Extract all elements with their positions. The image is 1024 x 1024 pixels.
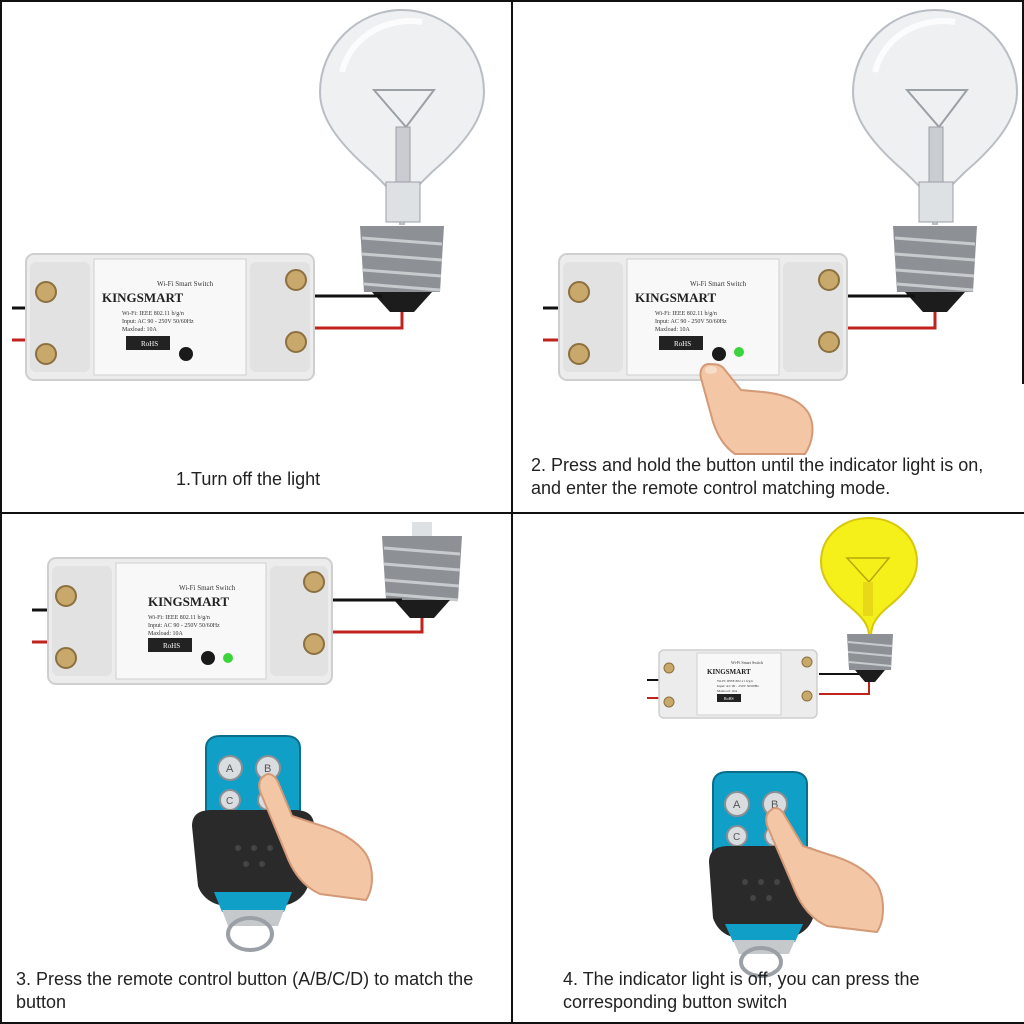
spec-wifi-text: Wi-Fi: IEEE 802.11 b/g/n — [717, 679, 753, 683]
step-3-caption: 3. Press the remote control button (A/B/… — [16, 969, 474, 1012]
step-3-illustration: Wi-Fi Smart Switch KINGSMART Wi-Fi: IEEE… — [32, 522, 462, 952]
step-2-caption: 2. Press and hold the button until the i… — [531, 455, 984, 498]
red-wire-out — [819, 682, 870, 695]
light-bulb-on — [819, 516, 919, 682]
frame-center-horizontal — [0, 512, 1024, 514]
remote-label-a: A — [733, 799, 741, 811]
step-2-panel: Wi-Fi Smart Switch KINGSMART Wi-Fi: IEEE… — [513, 2, 1023, 512]
switch-brand-text: KINGSMART — [148, 594, 229, 609]
switch-brand-text: KINGSMART — [102, 290, 183, 305]
pairing-button — [179, 347, 193, 361]
smart-switch: Wi-Fi Smart Switch KINGSMART Wi-Fi: IEEE… — [558, 253, 848, 381]
rohs-mark: RoHS — [163, 642, 180, 650]
remote-label-a: A — [226, 763, 234, 775]
step-1-panel: Wi-Fi Smart Switch KINGSMART Wi-Fi: IEEE… — [2, 2, 512, 512]
smart-switch: Wi-Fi Smart Switch KINGSMART Wi-Fi: IEEE… — [25, 253, 315, 381]
red-wire-out — [845, 312, 937, 330]
rohs-mark: RoHS — [141, 340, 158, 348]
pairing-button — [201, 651, 215, 665]
bulb-socket — [382, 522, 462, 618]
step-3-panel: Wi-Fi Smart Switch KINGSMART Wi-Fi: IEEE… — [2, 514, 512, 1024]
spec-input-text: Input: AC 90 - 250V 50/60Hz — [148, 623, 220, 629]
step-4-caption: 4. The indicator light is off, you can p… — [563, 969, 920, 1012]
step-2-illustration: Wi-Fi Smart Switch KINGSMART Wi-Fi: IEEE… — [543, 8, 1019, 455]
spec-maxload-text: Maxload: 10A — [148, 631, 183, 637]
switch-model-text: Wi-Fi Smart Switch — [690, 280, 747, 288]
switch-model-text: Wi-Fi Smart Switch — [731, 660, 763, 665]
switch-brand-text: KINGSMART — [635, 290, 716, 305]
spec-wifi-text: Wi-Fi: IEEE 802.11 b/g/n — [655, 311, 717, 317]
remote-label-b: B — [771, 799, 778, 811]
remote-label-c: C — [226, 796, 233, 807]
smart-switch: Wi-Fi Smart Switch KINGSMART Wi-Fi: IEEE… — [47, 557, 333, 685]
pressing-finger — [765, 807, 884, 934]
step-1-caption: 1.Turn off the light — [176, 469, 321, 489]
light-bulb-off — [851, 8, 1019, 312]
light-bulb-off — [318, 8, 486, 312]
remote-button-a — [724, 791, 750, 817]
switch-model-text: Wi-Fi Smart Switch — [157, 280, 214, 288]
step-4-illustration: Wi-Fi Smart Switch KINGSMART Wi-Fi: IEEE… — [647, 516, 919, 978]
step-1-illustration: Wi-Fi Smart Switch KINGSMART Wi-Fi: IEEE… — [12, 8, 486, 381]
spec-input-text: Input: AC 90 - 250V 50/60Hz — [717, 684, 759, 688]
pressing-finger — [699, 362, 814, 455]
indicator-light-on — [734, 347, 744, 357]
spec-wifi-text: Wi-Fi: IEEE 802.11 b/g/n — [148, 615, 210, 621]
spec-input-text: Input: AC 90 - 250V 50/60Hz — [122, 319, 194, 325]
red-wire-out — [312, 312, 404, 330]
pairing-button — [712, 347, 726, 361]
smart-switch: Wi-Fi Smart Switch KINGSMART Wi-Fi: IEEE… — [658, 649, 818, 719]
pressing-finger — [258, 773, 373, 902]
remote-label-b: B — [264, 763, 271, 775]
switch-brand-text: KINGSMART — [707, 668, 751, 676]
rohs-mark: RoHS — [724, 696, 734, 701]
frame-right-upper — [1022, 0, 1024, 384]
indicator-light-on — [223, 653, 233, 663]
spec-maxload-text: Maxload: 10A — [655, 327, 690, 333]
red-wire-out — [330, 618, 424, 634]
rohs-mark: RoHS — [674, 340, 691, 348]
step-4-panel: Wi-Fi Smart Switch KINGSMART Wi-Fi: IEEE… — [513, 514, 1023, 1024]
spec-maxload-text: Maxload: 10A — [122, 327, 157, 333]
remote-label-c: C — [733, 832, 740, 843]
spec-input-text: Input: AC 90 - 250V 50/60Hz — [655, 319, 727, 325]
switch-model-text: Wi-Fi Smart Switch — [179, 584, 236, 592]
spec-wifi-text: Wi-Fi: IEEE 802.11 b/g/n — [122, 311, 184, 317]
spec-maxload-text: Maxload: 10A — [717, 689, 738, 693]
remote-button-a — [217, 755, 243, 781]
